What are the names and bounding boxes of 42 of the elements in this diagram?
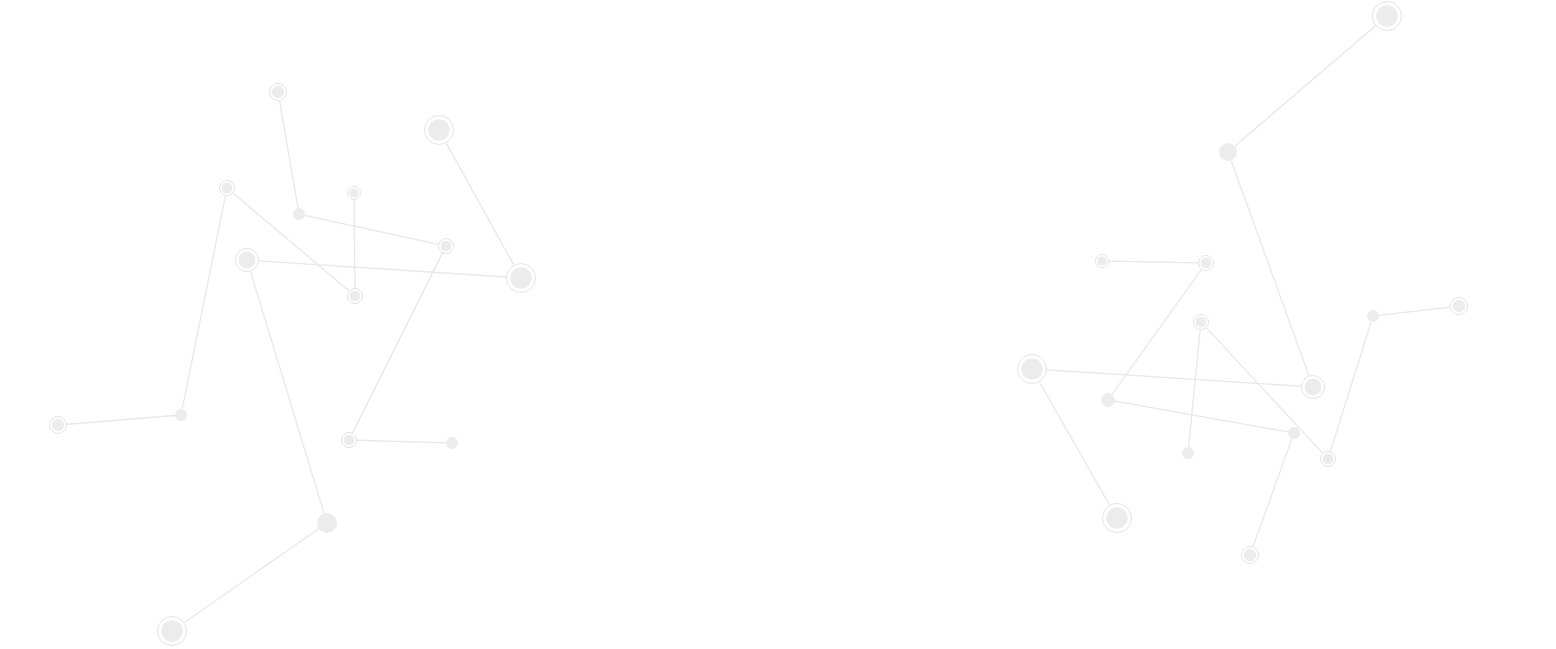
network-node: [269, 83, 287, 101]
connector-line: [351, 252, 444, 434]
network-node: [347, 288, 363, 304]
connector-line: [445, 142, 515, 266]
connector-line: [278, 100, 299, 209]
network-node: [49, 416, 67, 434]
network-node: [341, 432, 357, 448]
network-node: [1241, 546, 1259, 564]
connector-line: [356, 439, 447, 444]
connector-line: [1252, 438, 1293, 548]
network-node: [424, 115, 454, 145]
connector-line: [258, 260, 507, 278]
network-node: [1193, 314, 1209, 330]
connector-line: [1329, 321, 1372, 452]
network-node: [438, 238, 454, 254]
connector-line: [1378, 306, 1451, 316]
network-node: [1095, 254, 1109, 268]
connector-line: [249, 270, 325, 515]
connector-line: [1187, 329, 1201, 448]
network-node: [1102, 503, 1132, 533]
connector-line: [1230, 159, 1310, 377]
network-node: [1450, 297, 1468, 315]
connector-line: [183, 528, 320, 624]
network-node: [1372, 1, 1402, 31]
connector-line: [1205, 327, 1324, 454]
connector-line: [304, 214, 439, 245]
network-node: [347, 186, 361, 200]
network-node: [1017, 354, 1047, 384]
connector-line: [1046, 369, 1302, 387]
connector-line: [1038, 381, 1111, 506]
network-node: [1198, 255, 1214, 271]
connector-line: [1111, 268, 1202, 395]
network-node: [1320, 451, 1336, 467]
connector-line: [181, 195, 227, 410]
network-node: [235, 248, 259, 272]
connector-line: [1234, 25, 1377, 147]
connector-line: [66, 414, 176, 425]
connector-line: [232, 192, 350, 292]
network-node: [157, 616, 187, 646]
network-node: [219, 180, 235, 196]
network-node: [1301, 375, 1325, 399]
network-node: [506, 263, 536, 293]
